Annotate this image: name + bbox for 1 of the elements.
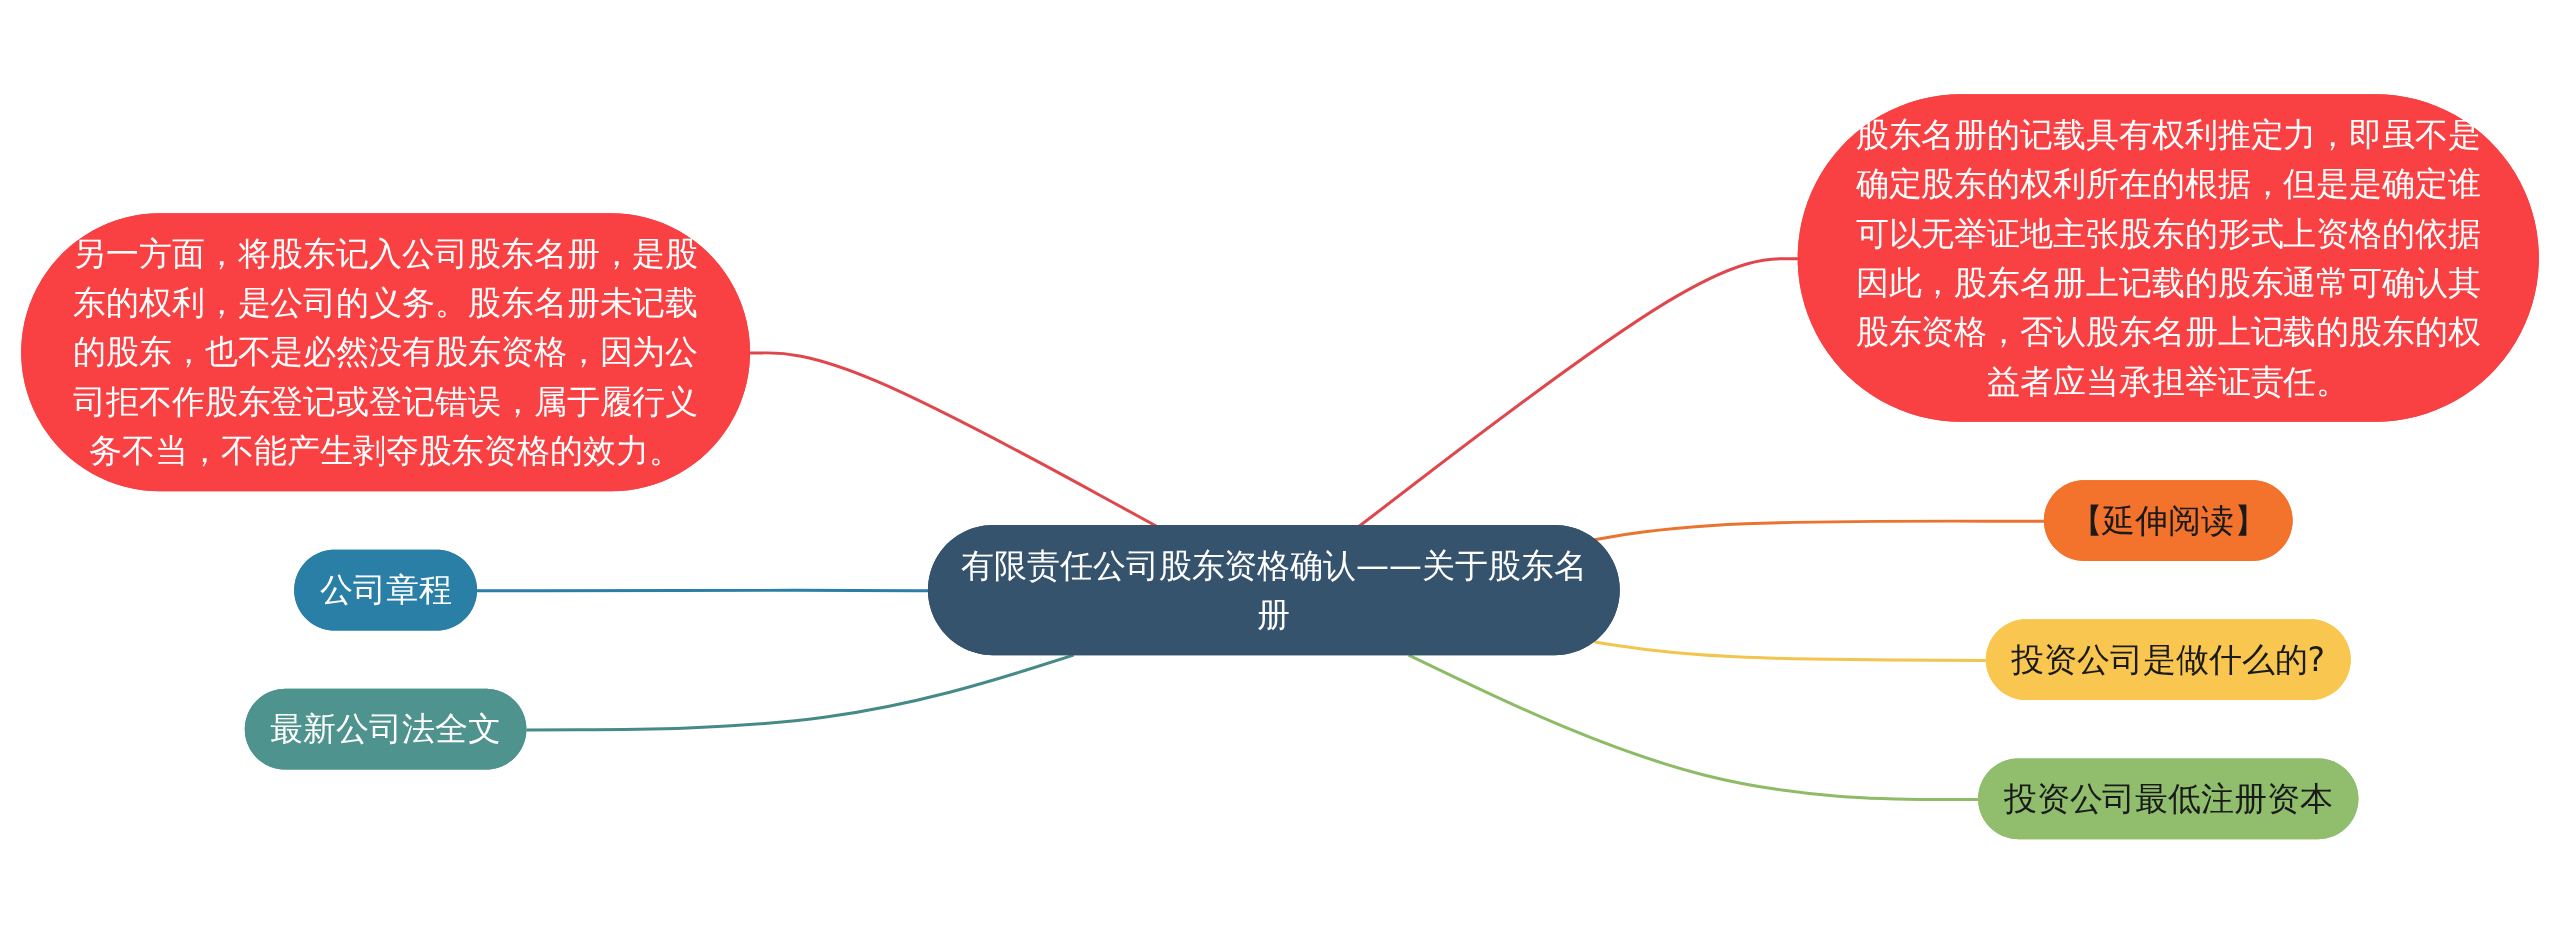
connector (526, 654, 1074, 732)
